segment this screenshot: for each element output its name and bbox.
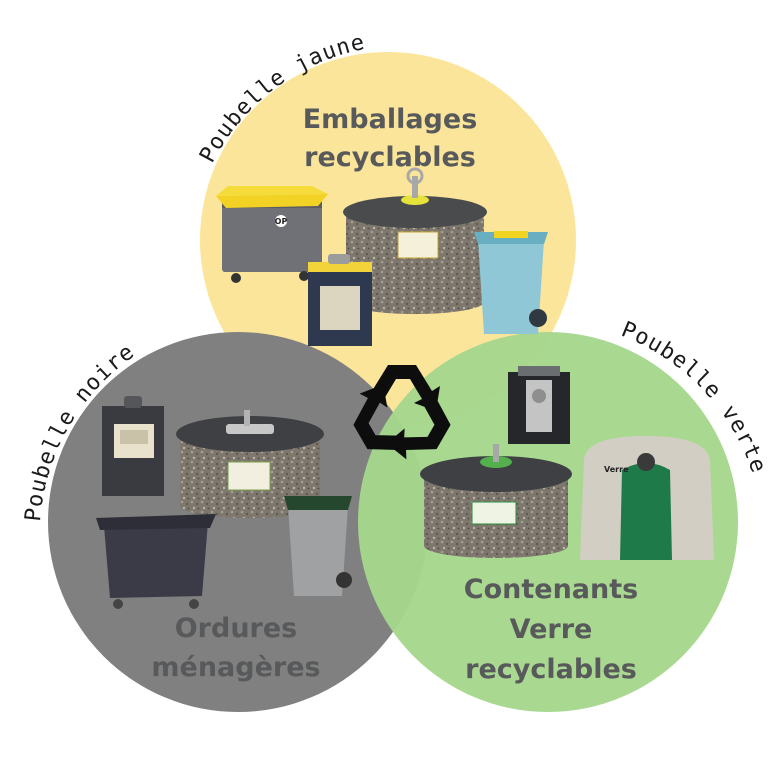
bin-logo: OP <box>275 217 288 226</box>
title-black-line1: Ordures <box>175 613 298 644</box>
title-black-line2: ménagères <box>151 652 320 683</box>
yellow-wheelie-container: OP <box>216 186 328 283</box>
title-yellow-line1: Emballages <box>303 104 478 135</box>
verre-logo: Verre <box>604 465 629 474</box>
black-wheelie-container <box>96 514 216 609</box>
green-metal-container <box>508 366 570 444</box>
green-concrete-container <box>420 444 572 558</box>
black-concrete-container <box>176 410 324 518</box>
recycle-icon <box>341 365 459 470</box>
yellow-concrete-container <box>343 167 487 314</box>
black-metal-box-container <box>102 396 164 496</box>
yellow-metal-box-container <box>308 254 372 346</box>
yellow-wheelie-bin <box>474 231 548 334</box>
green-bell-container: Verre <box>580 436 714 560</box>
black-wheelie-bin <box>284 496 352 596</box>
title-green-line1: Contenants <box>464 574 638 605</box>
title-green-line2: Verre <box>510 614 593 645</box>
title-yellow-line2: recyclables <box>304 142 476 173</box>
title-green-line3: recyclables <box>465 654 637 685</box>
